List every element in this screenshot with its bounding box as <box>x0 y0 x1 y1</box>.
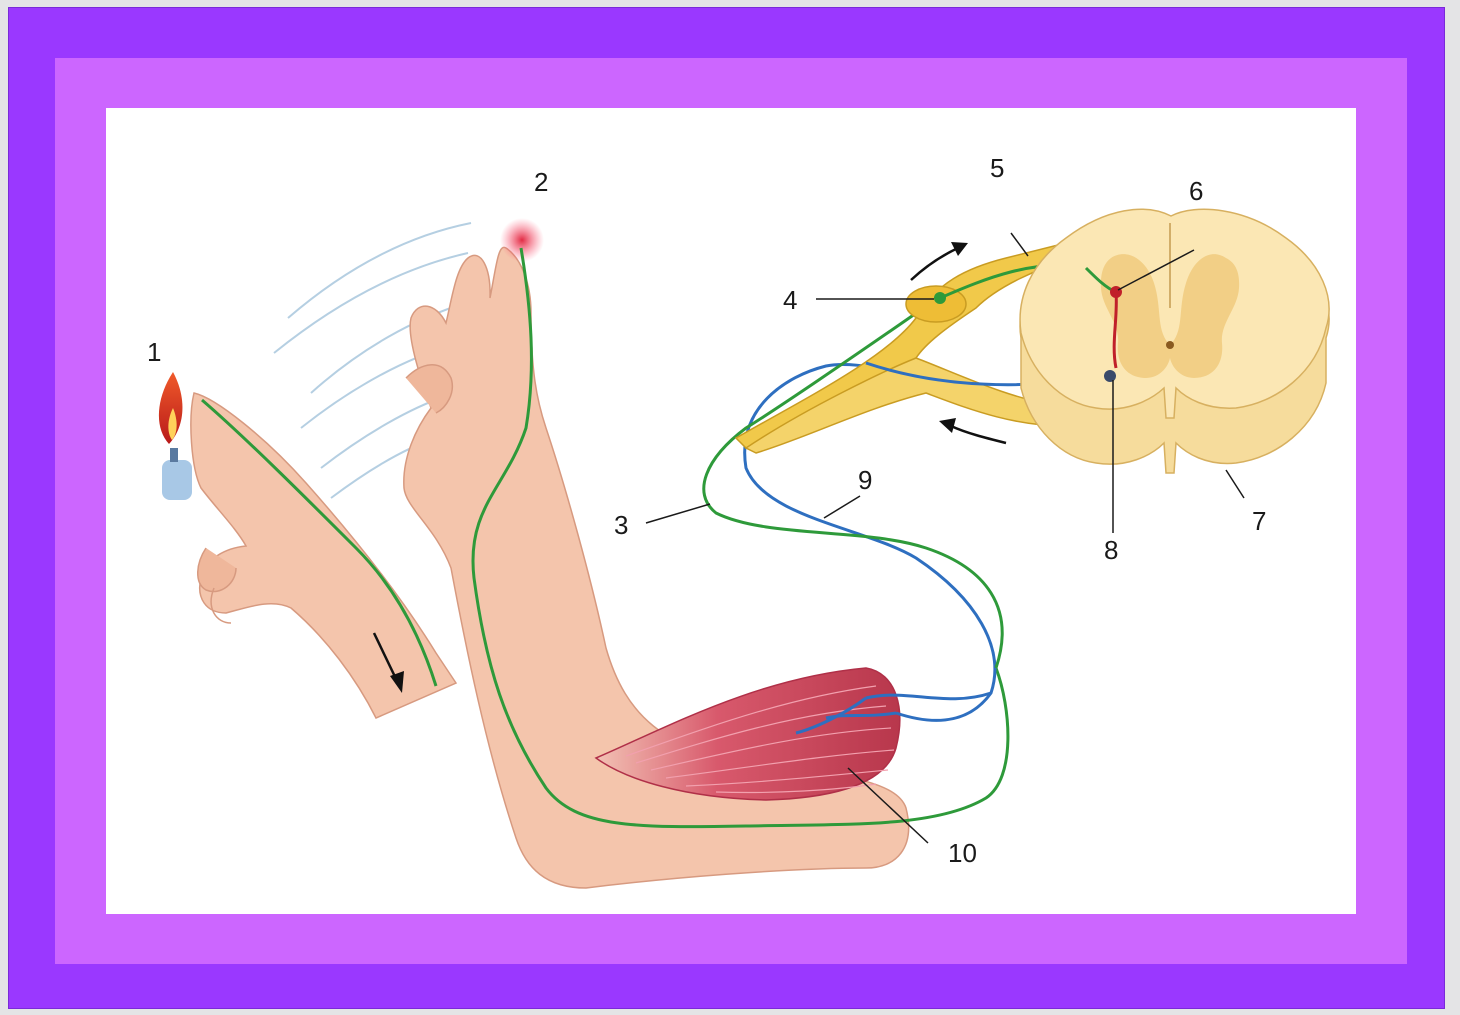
label-7: 7 <box>1252 506 1266 536</box>
label-9: 9 <box>858 465 872 495</box>
candle-icon <box>159 372 192 500</box>
label-5: 5 <box>990 153 1004 183</box>
label-1: 1 <box>147 337 161 367</box>
label-2: 2 <box>534 167 548 197</box>
label-10: 10 <box>948 838 977 868</box>
slide-inner-frame: 1 2 3 4 5 6 7 8 9 10 <box>55 58 1407 964</box>
label-4: 4 <box>783 285 797 315</box>
label-6: 6 <box>1189 176 1203 206</box>
slide-frame: 1 2 3 4 5 6 7 8 9 10 <box>8 7 1445 1009</box>
sensory-nerve <box>704 298 1002 668</box>
spinal-cord-section <box>1020 209 1329 473</box>
reflex-arc-svg: 1 2 3 4 5 6 7 8 9 10 <box>106 108 1356 914</box>
label-8: 8 <box>1104 535 1118 565</box>
label-3: 3 <box>614 510 628 540</box>
reflex-arc-illustration: 1 2 3 4 5 6 7 8 9 10 <box>106 108 1356 914</box>
